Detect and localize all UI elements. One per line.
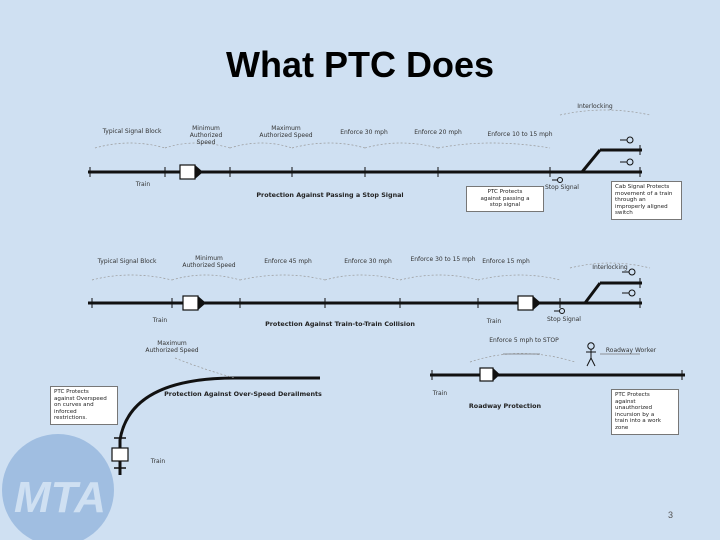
train-panel1 <box>179 164 203 180</box>
callout-switch-protection: Cab Signal Protects movement of a train … <box>611 181 682 220</box>
label-enforce-20: Enforce 20 mph <box>414 129 462 136</box>
label-stop-signal: Stop Signal <box>545 184 579 191</box>
callout-curves: PTC Protects against Overspeed on curves… <box>50 386 118 425</box>
label-roadway-worker: Roadway Worker <box>605 347 657 354</box>
label-maximum-authorized-speed: Maximum Authorized Speed <box>259 125 313 139</box>
label-train-left: Train <box>152 317 168 324</box>
curve-track <box>111 357 320 475</box>
block-arcs-panel2 <box>91 262 651 281</box>
label-enforce-15: Enforce 15 mph <box>482 258 530 265</box>
signals-panel1 <box>552 136 634 183</box>
label-train-curve: Train <box>150 458 166 465</box>
block-arcs-panel1 <box>94 109 651 149</box>
label-typical-signal-block: Typical Signal Block <box>102 128 162 135</box>
caption-passing-stop-signal: Protection Against Passing a Stop Signal <box>256 191 404 199</box>
caption-train-to-train: Protection Against Train-to-Train Collis… <box>265 320 415 328</box>
label-enforce-stop: Enforce 5 mph to STOP <box>489 337 559 344</box>
label-enforce-10-to-15: Enforce 10 to 15 mph <box>487 131 553 138</box>
mta-logo-text: MTA <box>14 473 106 522</box>
slide-title: What PTC Does <box>225 44 494 85</box>
track-panel1 <box>88 148 642 174</box>
mta-logo: MTA <box>2 434 114 540</box>
caption-roadway-protection: Roadway Protection <box>468 402 542 410</box>
label-train-right: Train <box>486 318 502 325</box>
label-maximum-authorized-speed-3: Maximum Authorized Speed <box>145 340 199 354</box>
label-typical-signal-block-2: Typical Signal Block <box>97 258 157 265</box>
track-panel2 <box>88 281 642 305</box>
signals-panel2 <box>554 268 636 314</box>
label-minimum-authorized-speed-2: Minimum Authorized Speed <box>182 255 236 269</box>
label-train-roadway: Train <box>432 390 448 397</box>
label-enforce-45: Enforce 45 mph <box>264 258 312 265</box>
ties-panel2 <box>91 278 641 308</box>
label-train: Train <box>135 181 151 188</box>
label-enforce-30-to-15: Enforce 30 to 15 mph <box>410 256 476 263</box>
label-stop-signal-2: Stop Signal <box>547 316 581 323</box>
roadway-track <box>430 353 685 382</box>
label-interlocking-2: Interlocking <box>592 264 628 271</box>
label-minimum-authorized-speed: Minimum Authorized Speed <box>189 125 223 146</box>
trains-panel2 <box>182 295 541 311</box>
label-enforce-30: Enforce 30 mph <box>340 129 388 136</box>
page-number: 3 <box>668 510 674 520</box>
worker-figure <box>586 342 596 367</box>
label-enforce-30-2: Enforce 30 mph <box>344 258 392 265</box>
caption-over-speed: Protection Against Over-Speed Derailment… <box>164 390 322 398</box>
callout-roadway: PTC Protects against unauthorized incurs… <box>611 389 679 435</box>
ties-panel1 <box>89 145 641 177</box>
label-interlocking: Interlocking <box>577 103 613 110</box>
callout-stop-signal: PTC Protects against passing a stop sign… <box>466 186 544 212</box>
